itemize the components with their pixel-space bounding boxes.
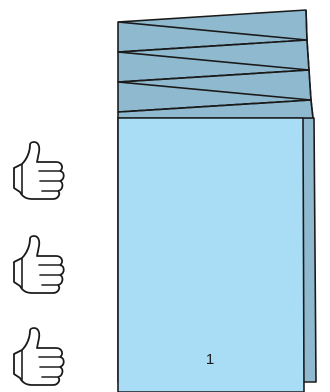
thumbs-up-icon (14, 328, 64, 385)
page-number: 1 (206, 351, 214, 368)
thumbs-up-icon (14, 142, 64, 199)
front-panel: 1 (118, 118, 304, 392)
thumbs-up-icon (14, 236, 64, 293)
